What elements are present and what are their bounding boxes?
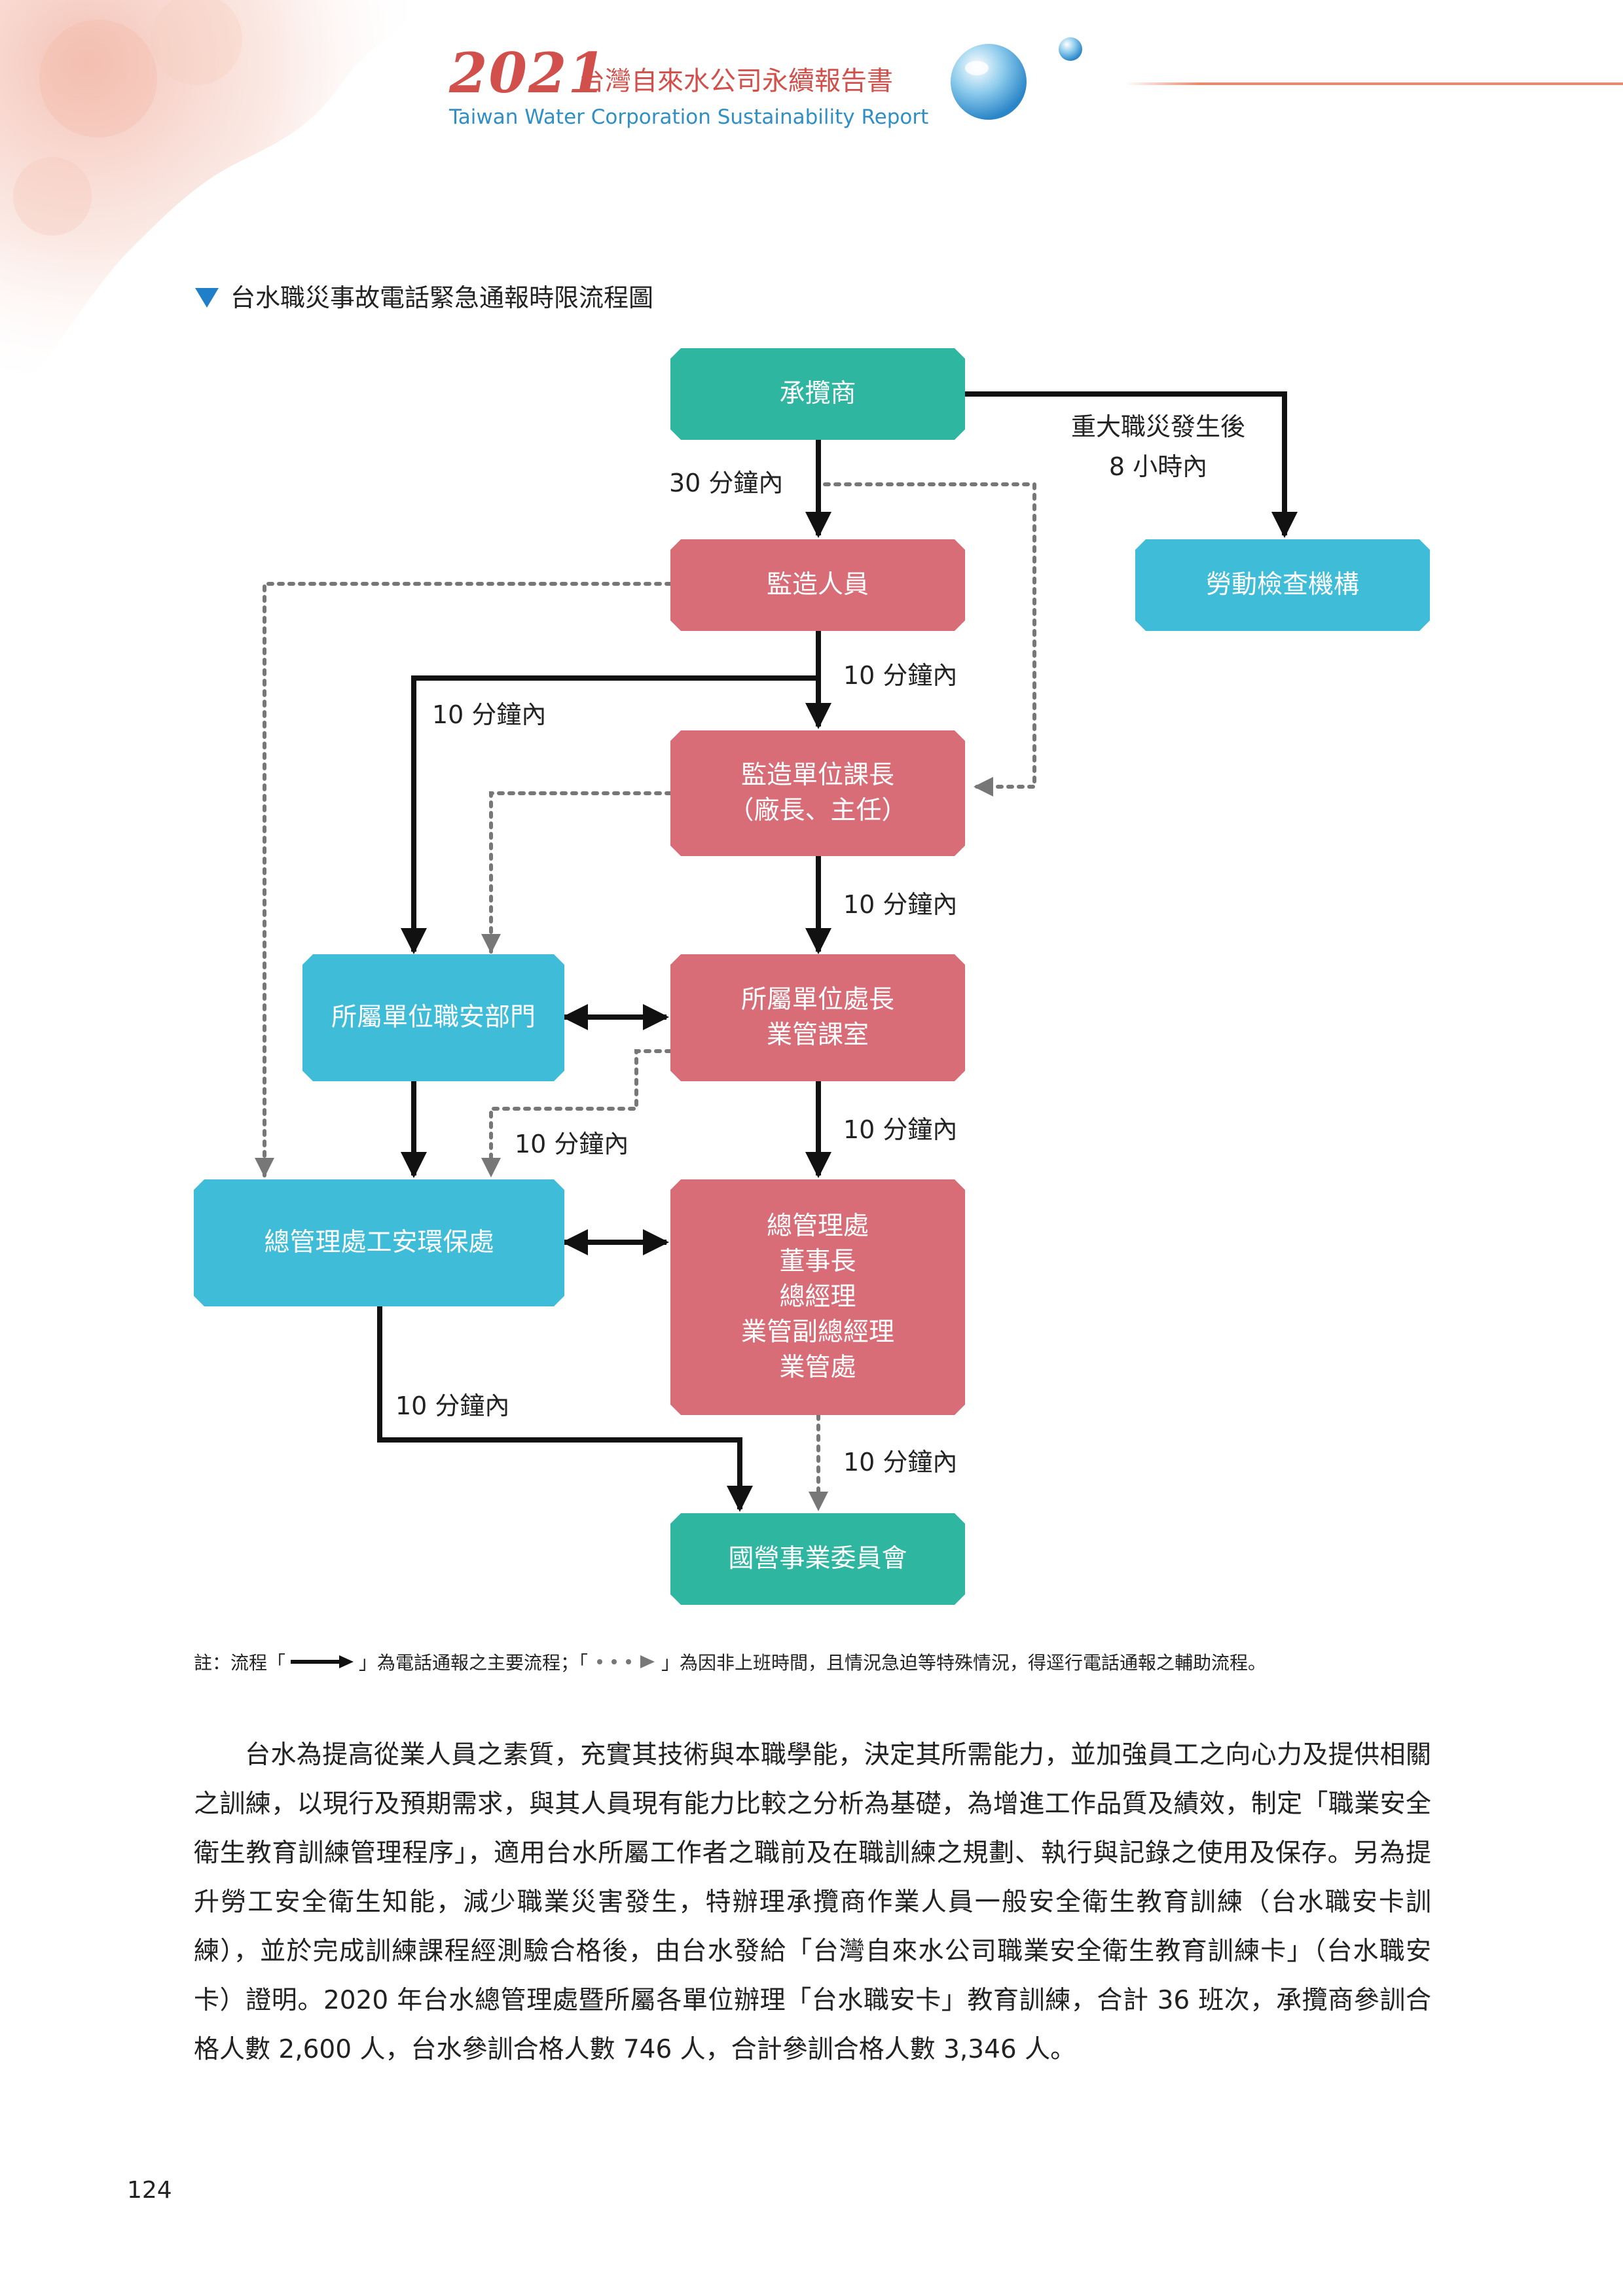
node-supervisor-staff-label: 監造人員 [766, 570, 869, 600]
solid-arrow-legend-icon [291, 1655, 354, 1668]
node-unit-safety-dept: 所屬單位職安部門 [302, 954, 564, 1081]
node-hq-safety-env: 總管理處工安環保處 [194, 1179, 564, 1306]
node-labor-inspection-label: 勞動檢查機構 [1205, 570, 1359, 600]
body-paragraph: 台水為提高從業人員之素質，充實其技術與本職學能，決定其所需能力，並加強員工之向心… [194, 1731, 1431, 2074]
edge-contractor-labor-inspection [965, 391, 1298, 538]
section-title-text: 台水職災事故電話緊急通報時限流程圖 [230, 283, 654, 312]
label-within-10-a: 10 分鐘內 [843, 661, 958, 690]
label-within-30: 30 分鐘內 [669, 469, 784, 497]
label-major-disaster-line1: 重大職災發生後 [1071, 412, 1246, 441]
node-hq-management-line3: 總經理 [779, 1282, 856, 1312]
node-contractor: 承攬商 [670, 348, 965, 440]
label-major-disaster-line2: 8 小時內 [1108, 452, 1208, 481]
node-section-chief-line2: （廠長、主任） [728, 796, 907, 825]
note-prefix: 註：流程「 [194, 1652, 286, 1674]
label-within-10-g: 10 分鐘內 [843, 1448, 958, 1477]
label-within-10-f: 10 分鐘內 [395, 1391, 510, 1420]
triangle-down-icon [195, 287, 219, 308]
node-section-chief-line1: 監造單位課長 [740, 761, 894, 791]
node-state-enterprise-commission: 國營事業委員會 [670, 1513, 965, 1605]
node-supervisor-staff: 監造人員 [670, 539, 965, 631]
label-within-10-b: 10 分鐘內 [432, 700, 547, 729]
aux-edge-contractor-section-chief [823, 482, 1036, 797]
node-labor-inspection: 勞動檢查機構 [1135, 539, 1430, 631]
label-within-10-d: 10 分鐘內 [843, 1115, 958, 1144]
aux-edge-unit-director-hq-safety [481, 1049, 672, 1177]
node-hq-management-line2: 董事長 [779, 1247, 856, 1277]
node-hq-management: 總管理處 董事長 總經理 業管副總經理 業管處 [670, 1179, 965, 1415]
flowchart-connectors [255, 391, 1298, 1512]
node-hq-management-line5: 業管處 [779, 1352, 856, 1382]
body-paragraph-text: 台水為提高從業人員之素質，充實其技術與本職學能，決定其所需能力，並加強員工之向心… [194, 1740, 1431, 2064]
node-unit-safety-dept-label: 所屬單位職安部門 [331, 1003, 536, 1033]
header-divider-line [1125, 82, 1623, 85]
report-title-zh: 台灣自來水公司永續報告書 [579, 66, 893, 96]
node-unit-director: 所屬單位處長 業管課室 [670, 954, 965, 1081]
aux-edge-supervisor-hq-safety [255, 582, 672, 1177]
flowchart-note: 註：流程「 」為電話通報之主要流程；「 」為因非上班時間，且情況急迫等特殊情況，… [194, 1649, 1266, 1675]
note-aux-desc: 」為因非上班時間，且情況急迫等特殊情況，得逕行電話通報之輔助流程。 [661, 1652, 1267, 1674]
node-unit-director-line2: 業管課室 [766, 1020, 869, 1050]
report-year: 2021 [449, 41, 608, 105]
dotted-arrow-legend-icon [597, 1655, 655, 1668]
node-supervising-section-chief: 監造單位課長 （廠長、主任） [670, 730, 965, 856]
section-title: 台水職災事故電話緊急通報時限流程圖 [195, 278, 653, 314]
note-main-desc: 」為電話通報之主要流程；「 [359, 1652, 589, 1674]
node-contractor-label: 承攬商 [779, 379, 856, 409]
label-within-10-c: 10 分鐘內 [843, 890, 958, 919]
aux-edge-section-chief-unit-safety [481, 791, 672, 954]
node-hq-safety-env-label: 總管理處工安環保處 [264, 1228, 494, 1258]
page-number: 124 [127, 2177, 172, 2204]
label-major-disaster: 重大職災發生後 8 小時內 [1071, 407, 1245, 487]
node-unit-director-line1: 所屬單位處長 [740, 985, 894, 1015]
water-drop-icon [951, 37, 1082, 120]
edge-hq-safety-commission [377, 1304, 753, 1512]
node-hq-management-line4: 業管副總經理 [740, 1317, 894, 1347]
node-hq-management-line1: 總管理處 [766, 1211, 869, 1242]
node-commission-label: 國營事業委員會 [728, 1544, 907, 1574]
edge-supervisor-unit-safety [401, 675, 818, 954]
report-title-en: Taiwan Water Corporation Sustainability … [449, 105, 929, 129]
label-within-10-e: 10 分鐘內 [515, 1130, 629, 1158]
